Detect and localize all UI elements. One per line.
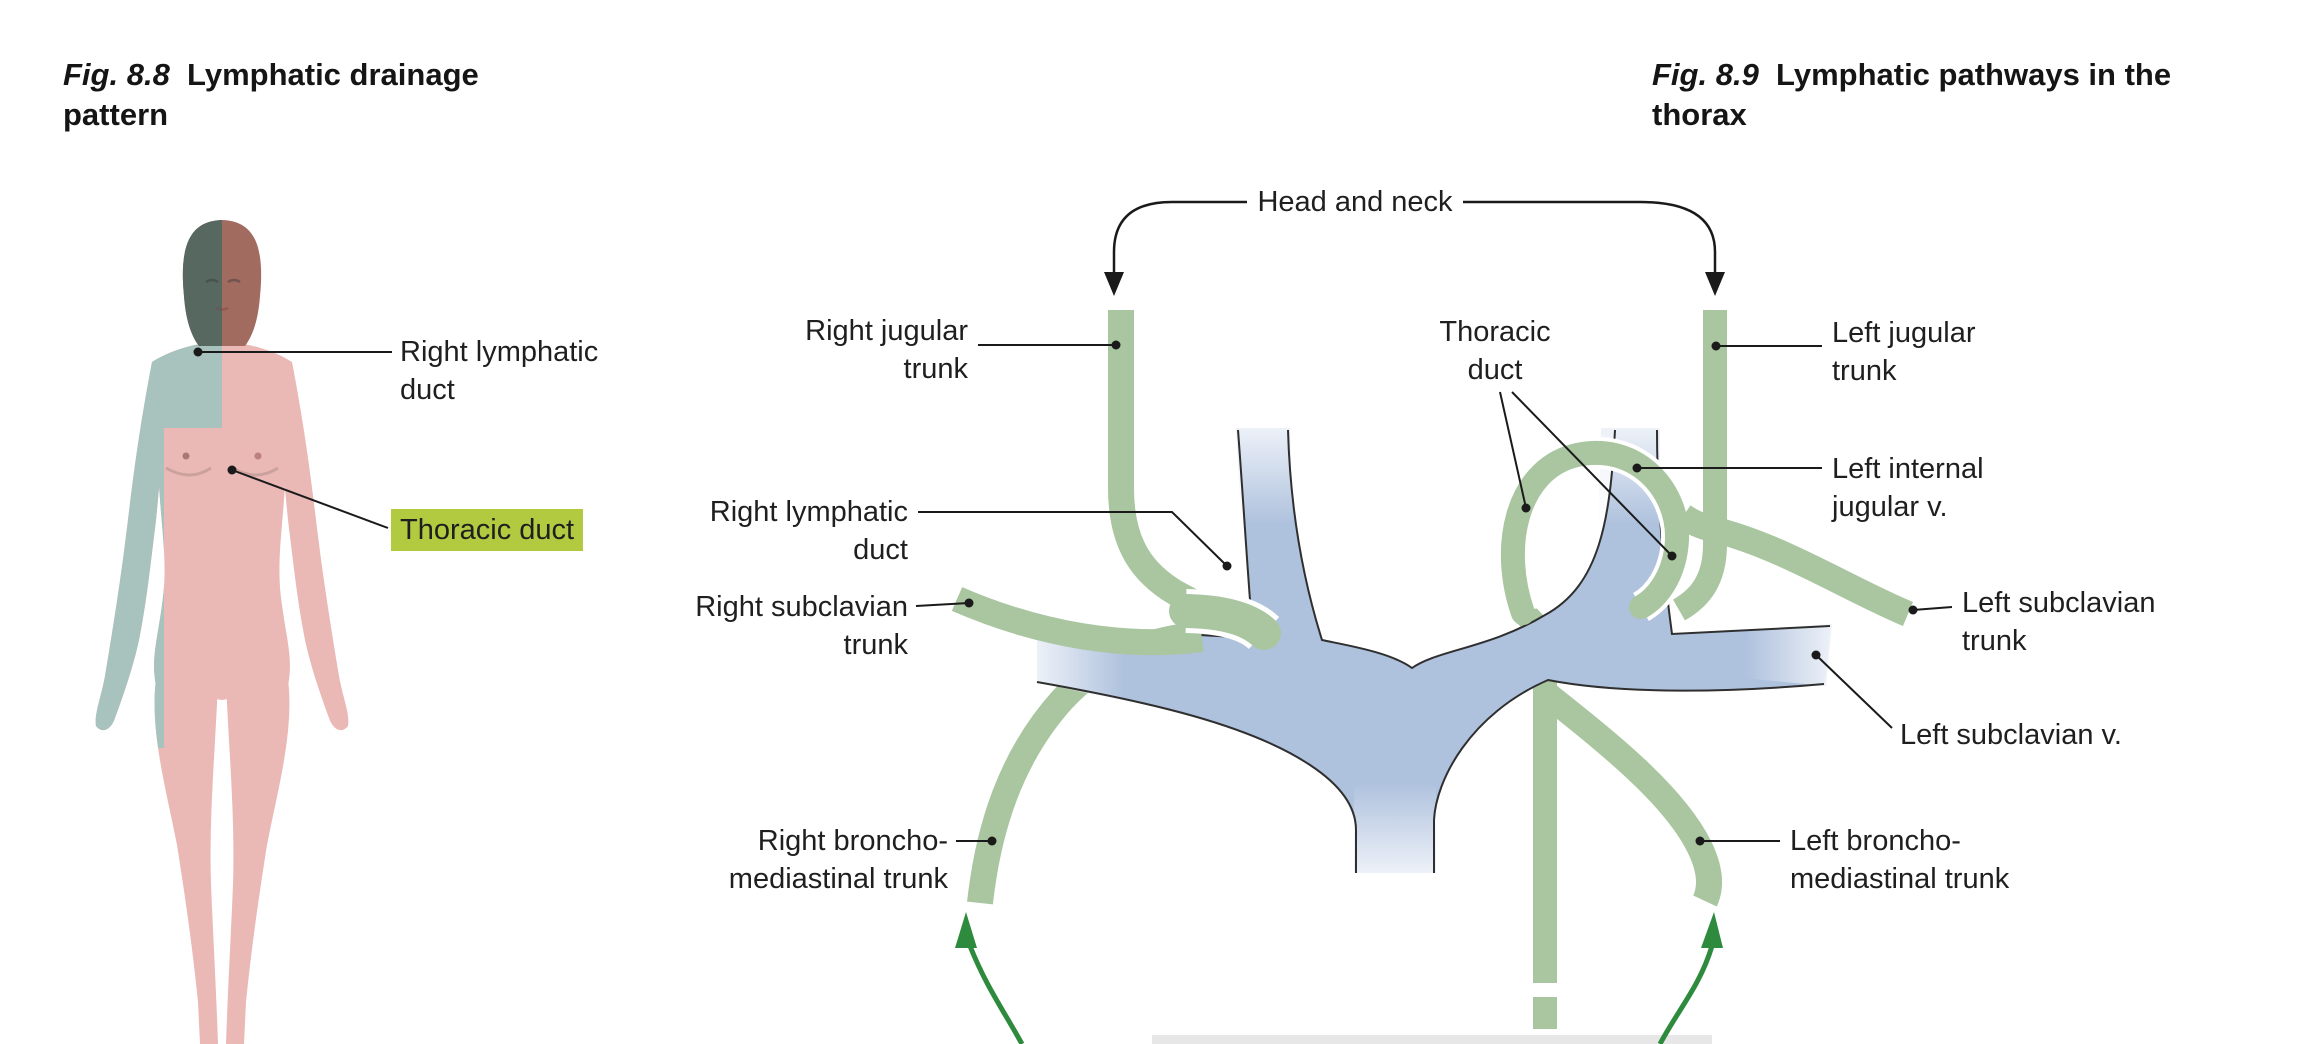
label-fig8-right-lymphatic-duct: Right lymphatic duct [400,336,599,406]
label-right-subclavian-trunk: Right subclavian trunk [695,591,908,661]
figure-8-8-title: Fig. 8.8 Lymphatic drainage pattern [63,55,543,135]
figure-8-9-title: Fig. 8.9 Lymphatic pathways in the thora… [1652,55,2202,135]
thoracic-duct-highlight: Thoracic duct [391,509,584,551]
label-head-and-neck: Head and neck [1257,186,1453,218]
flow-arrows [955,912,1723,1044]
label-left-subclavian-v: Left subclavian v. [1900,719,2122,751]
label-right-jugular-trunk: Right jugular trunk [805,315,968,385]
label-left-bronchomediastinal-trunk: Left broncho- mediastinal trunk [1790,825,2010,895]
label-fig8-thoracic-duct: Thoracic duct [391,509,584,551]
left-jugular-trunk-shape [1672,310,1727,621]
right-flow-arrow [1657,945,1715,1044]
figure-8-8-number: Fig. 8.8 [63,57,170,92]
right-lymphatic-duct-shape [1169,594,1281,650]
label-thoracic-duct: Thoracic duct [1439,316,1551,386]
breast-shading [165,452,279,477]
hair [182,220,262,346]
label-left-internal-jugular-v: Left internal jugular v. [1832,453,1984,523]
bottom-gray-box [1152,1035,1712,1044]
venous-system [1036,428,1832,873]
left-bronchomediastinal-trunk-shape [1540,685,1723,907]
left-subclavian-trunk-shape [1675,505,1914,626]
left-subclavian-fade [1742,624,1832,686]
head-and-neck-arrows [1104,200,1725,296]
lymphatic-trunks-front [951,310,1914,1029]
face-features [205,278,241,311]
figure-8-8-caption: Lymphatic drainage pattern [63,57,479,132]
thoracic-duct-dash [1533,997,1557,1029]
svc-fade [1354,782,1436,873]
veins-fill [1037,430,1830,873]
right-jugular-trunk-shape [1108,310,1209,619]
left-flow-arrow [967,945,1025,1044]
label-right-lymphatic-duct: Right lymphatic duct [709,496,908,566]
figure-8-9-number: Fig. 8.9 [1652,57,1759,92]
right-subclavian-trunk-shape [951,587,1204,656]
label-left-subclavian-trunk: Left subclavian trunk [1962,587,2156,657]
figure-8-9-caption: Lymphatic pathways in the thorax [1652,57,2172,132]
body-illustration [95,220,349,1044]
right-ijv-fade [1236,428,1293,525]
label-right-bronchomediastinal-trunk: Right broncho- mediastinal trunk [728,825,948,895]
label-left-jugular-trunk: Left jugular trunk [1832,317,1976,387]
thoracic-duct-arch [1500,440,1690,625]
leader-lines [193,340,1953,846]
